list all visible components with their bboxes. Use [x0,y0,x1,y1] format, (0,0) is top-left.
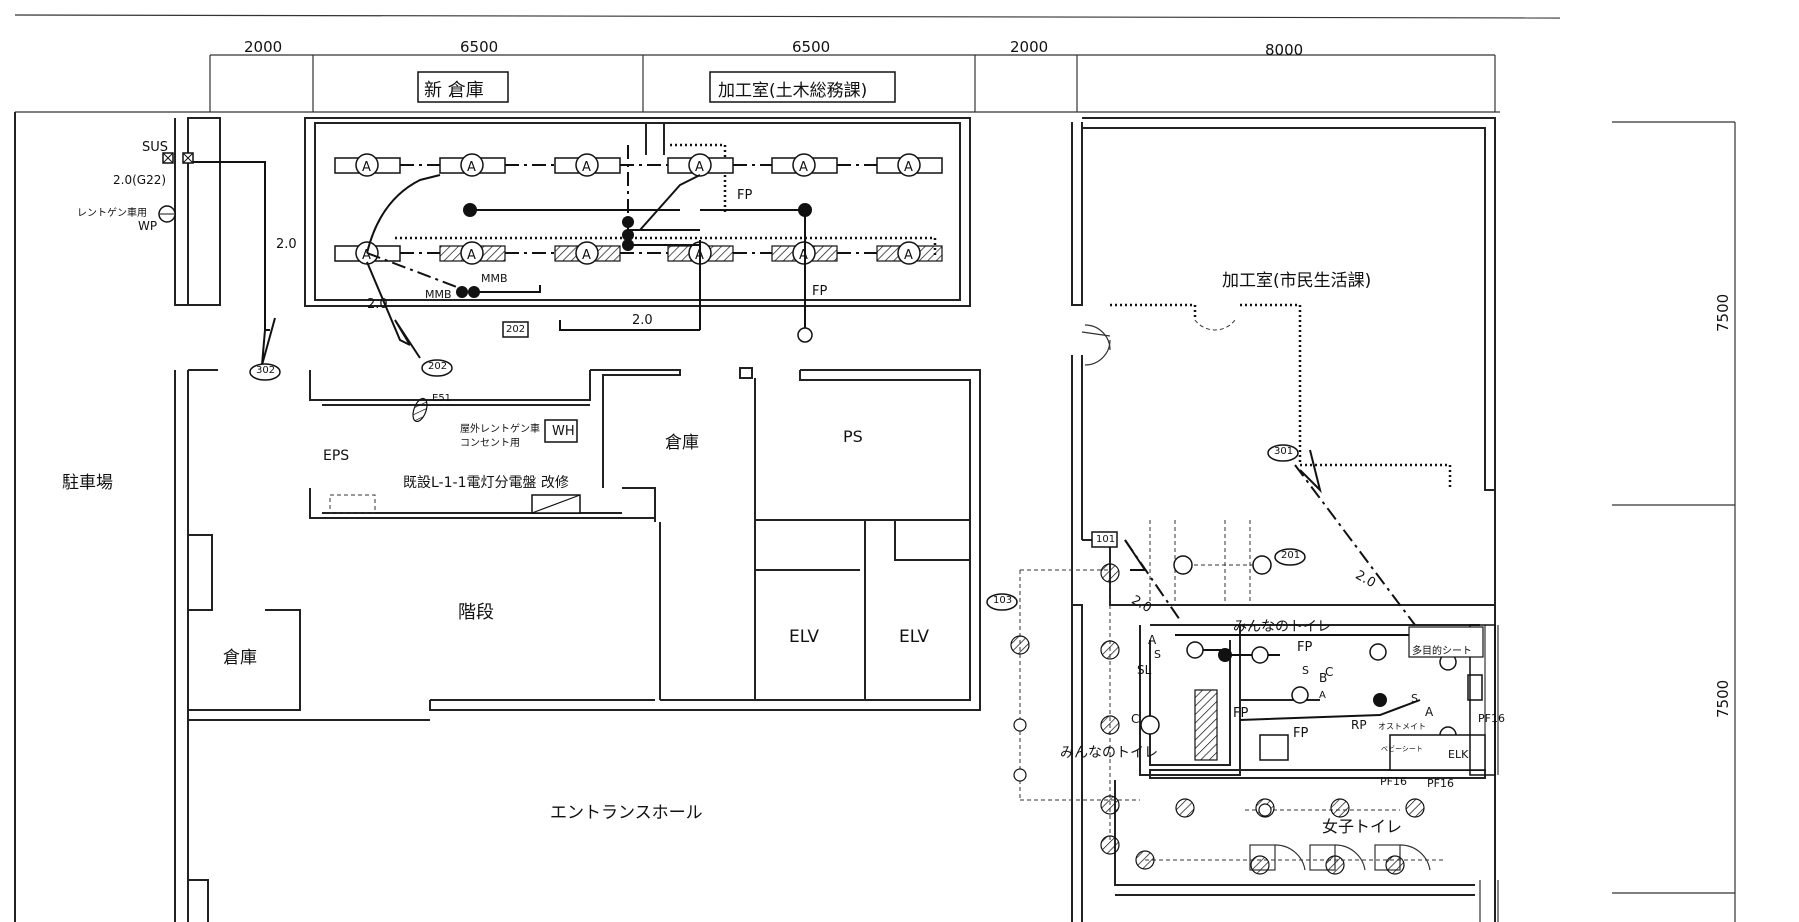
label-fp-5: FP [1293,726,1309,741]
fixture-a-8: A [439,241,506,265]
fixture-a-2: A [439,153,506,177]
wh-box [544,419,578,443]
room-processing-citizen: 加工室(市民生活課) [1222,271,1372,291]
svg-text:A: A [582,248,591,263]
label-switch-a1: A [1148,633,1157,647]
label-switch-s1: S [1154,648,1161,661]
svg-text:A: A [582,160,591,175]
label-fp-2: FP [812,284,828,299]
circuit-tags [249,321,1306,611]
label-wp: WP [138,219,158,233]
label-sus: SUS [142,140,169,155]
svg-text:A: A [695,160,704,175]
dim-6500-b: 6500 [792,38,830,56]
dim-7500-a: 7500 [1714,294,1732,332]
label-switch-a2: A [1425,705,1434,719]
label-wire-2-d: 2.0 [1352,567,1379,592]
downlights [412,397,1457,875]
room-stairs: 階段 [458,602,494,623]
room-ps: PS [843,427,863,446]
dim-2000-a: 2000 [244,38,282,56]
label-switch-s3: S [1411,692,1418,705]
room-storage-left: 倉庫 [223,648,257,668]
label-mmb-2: MMB [425,288,452,301]
label-fp-1: FP [737,188,753,203]
svg-text:A: A [362,248,371,263]
dim-2000-b: 2000 [1010,38,1048,56]
fixture-a-3: A [554,153,621,177]
label-wh: WH [552,424,575,439]
fixture-a-1: A [334,153,401,177]
label-wire-2-c: 2.0 [1128,592,1155,617]
room-elv-2: ELV [899,627,929,647]
label-wire-2-a: 2.0 [367,297,388,312]
label-switch-s2: S [1302,664,1309,677]
svg-text:A: A [467,160,476,175]
label-panel-note: 既設L-1-1電灯分電盤 改修 [403,475,569,491]
svg-text:A: A [904,160,913,175]
label-elk: ELK [1448,748,1469,761]
svg-text:A: A [904,248,913,263]
fixture-a-12: A [876,241,943,265]
tag-302: 302 [256,365,276,376]
tag-202-b: 202 [506,324,526,335]
svg-text:A: A [362,160,371,175]
tag-202-a: 202 [428,361,448,372]
tag-201: 201 [1281,550,1301,561]
room-new-storage: 新 倉庫 [424,80,484,101]
fixture-a-6: A [876,153,943,177]
light-fixtures: A A A A A A A A A A A A [334,153,943,265]
dotted-boundaries [395,143,1452,490]
label-wire-2-b: 2.0 [632,313,653,328]
label-multi-seat: 多目的シート [1412,646,1472,657]
room-entrance-hall: エントランスホール [550,803,703,823]
toilet-fixtures [329,71,1496,776]
label-switch-b: B [1319,671,1328,685]
dimension-lines [14,14,1736,922]
label-ostomate: オストメイト [1378,722,1426,731]
fixture-a-4: A [667,153,734,177]
room-toilet-women: 女子トイレ [1322,817,1403,836]
svg-text:A: A [467,248,476,263]
label-baby-seat: ベビーシート [1381,745,1423,753]
label-outlet-note-2: コンセント用 [460,438,520,449]
label-fp-3: FP [1297,640,1313,655]
room-processing-civil: 加工室(土木総務課) [718,81,868,101]
label-pf16-a: PF16 [1478,712,1505,725]
label-mmb-1: MMB [481,272,508,285]
label-e51: E51 [432,393,452,404]
label-xray-car: レントゲン車用 [77,208,147,219]
svg-text:A: A [799,160,808,175]
label-wire-2-left: 2.0 [276,237,297,252]
room-eps: EPS [323,448,350,464]
room-elv-1: ELV [789,627,819,647]
room-parking: 駐車場 [62,473,113,493]
label-fixture-c1: C [1325,665,1334,679]
wiring [190,145,1480,861]
room-toilet-all-1: みんなのトイレ [1233,619,1331,635]
label-wire-g22: 2.0(G22) [113,173,167,187]
room-storage-mid: 倉庫 [665,433,699,453]
left-equipment [158,152,194,223]
fixture-a-5: A [771,153,838,177]
dim-6500-a: 6500 [460,38,498,56]
tag-101: 101 [1096,534,1116,545]
label-fixture-a: A [1319,690,1326,701]
dim-7500-b: 7500 [1714,680,1732,718]
tag-103: 103 [993,595,1013,606]
label-outlet-note-1: 屋外レントゲン車 [460,424,540,435]
room-toilet-all-2: みんなのトイレ [1060,745,1158,761]
svg-text:A: A [799,248,808,263]
label-rp: RP [1351,718,1367,732]
label-fixture-c2: C [1131,712,1140,726]
label-pf16-c: PF16 [1427,777,1454,790]
tag-301: 301 [1274,446,1294,457]
dim-8000: 8000 [1265,41,1303,59]
label-fp-4: FP [1233,706,1249,721]
label-sl: SL [1137,663,1152,677]
label-pf16-b: PF16 [1380,775,1407,788]
